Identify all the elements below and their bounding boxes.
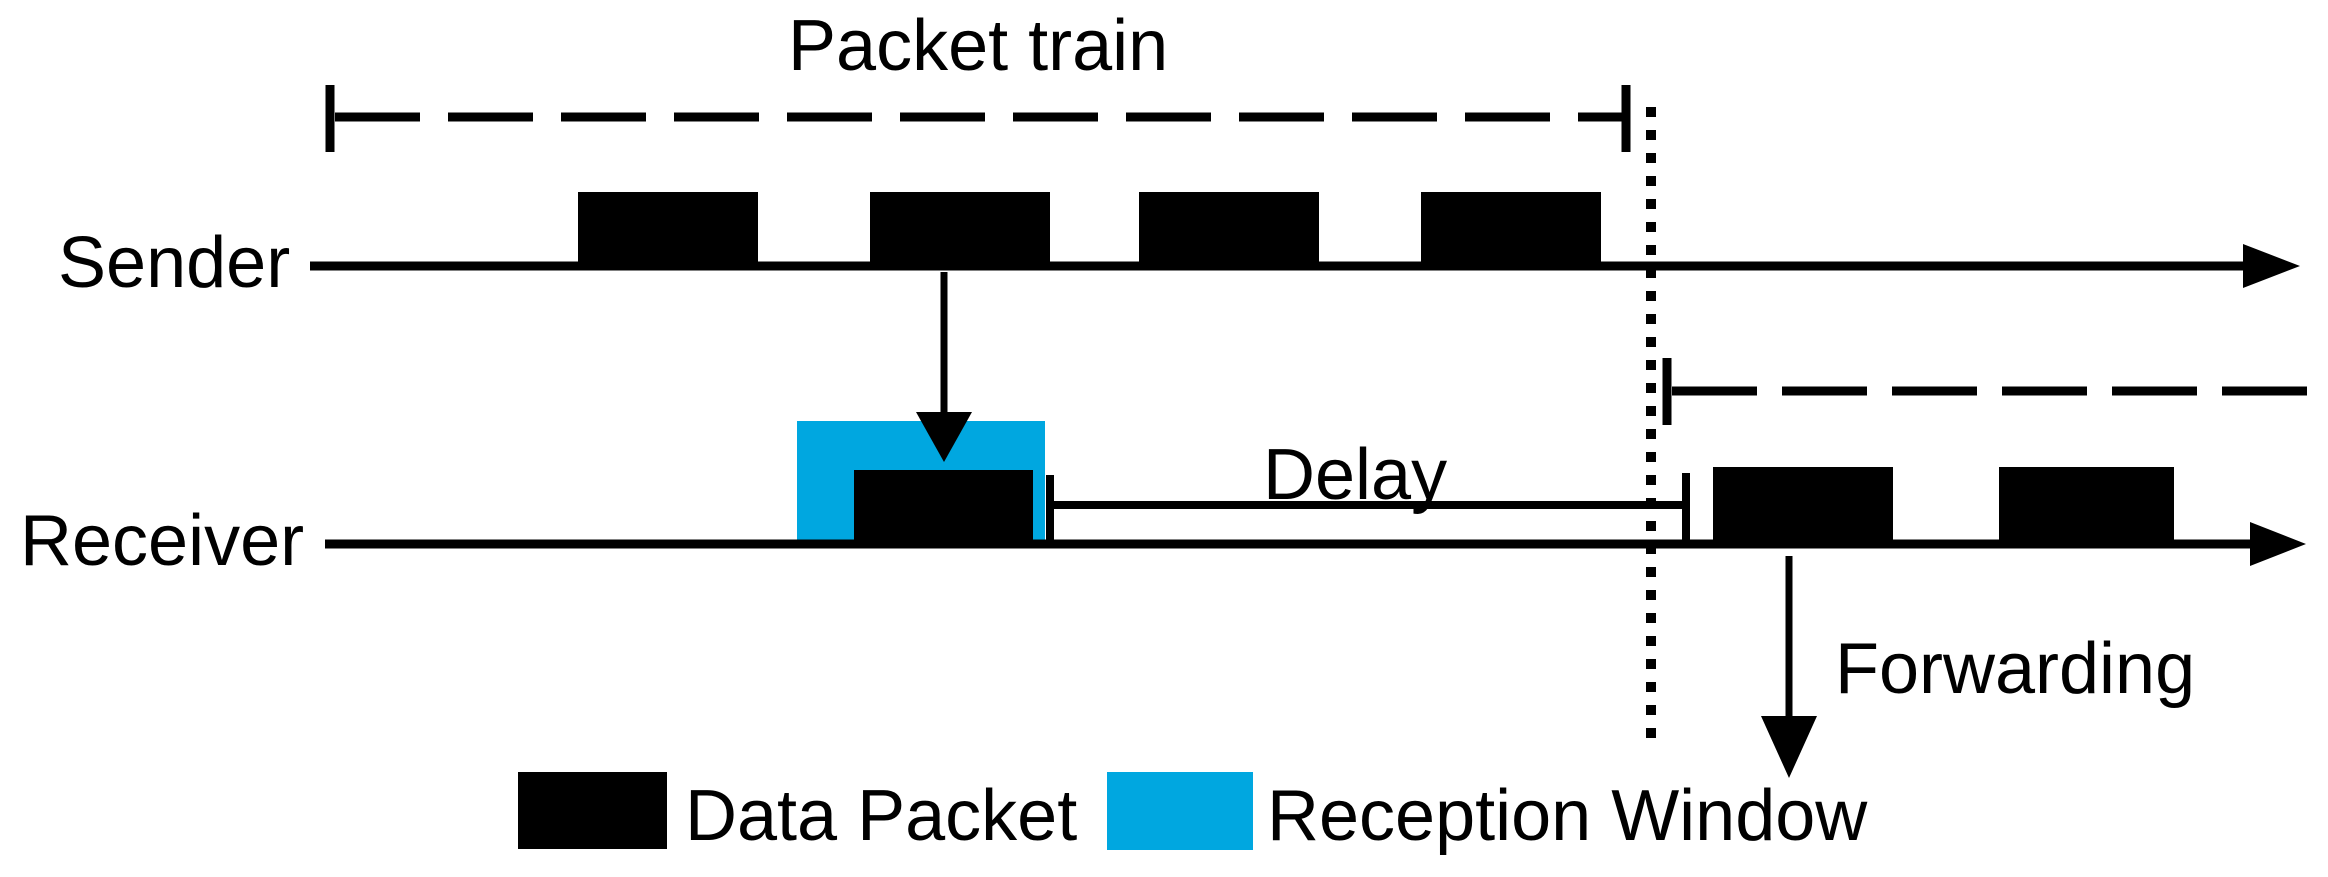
sender-label: Sender	[58, 223, 291, 303]
reception-window-legend-label: Reception Window	[1267, 776, 1868, 856]
sender-timeline-arrowhead-icon	[2243, 244, 2300, 288]
receiver-packet-2	[1713, 467, 1893, 545]
receiver-packet-3	[1999, 467, 2174, 545]
sender-packet-1	[578, 192, 758, 270]
sender-packet-2	[870, 192, 1050, 270]
sender-packet-3	[1139, 192, 1319, 270]
sender-packet-4	[1421, 192, 1601, 270]
transmission-arrowhead-icon	[916, 412, 972, 462]
reception-window-swatch	[1107, 772, 1253, 850]
data-packet-swatch	[518, 772, 667, 849]
receiver-packet-1	[854, 470, 1033, 548]
forwarding-label: Forwarding	[1835, 629, 2196, 709]
packet-train-label: Packet train	[788, 6, 1169, 86]
forwarding-arrowhead-icon	[1761, 716, 1817, 778]
receiver-label: Receiver	[20, 501, 305, 581]
delay-label: Delay	[1263, 435, 1448, 515]
data-packet-legend-label: Data Packet	[685, 776, 1078, 856]
receiver-timeline-arrowhead-icon	[2250, 522, 2306, 566]
